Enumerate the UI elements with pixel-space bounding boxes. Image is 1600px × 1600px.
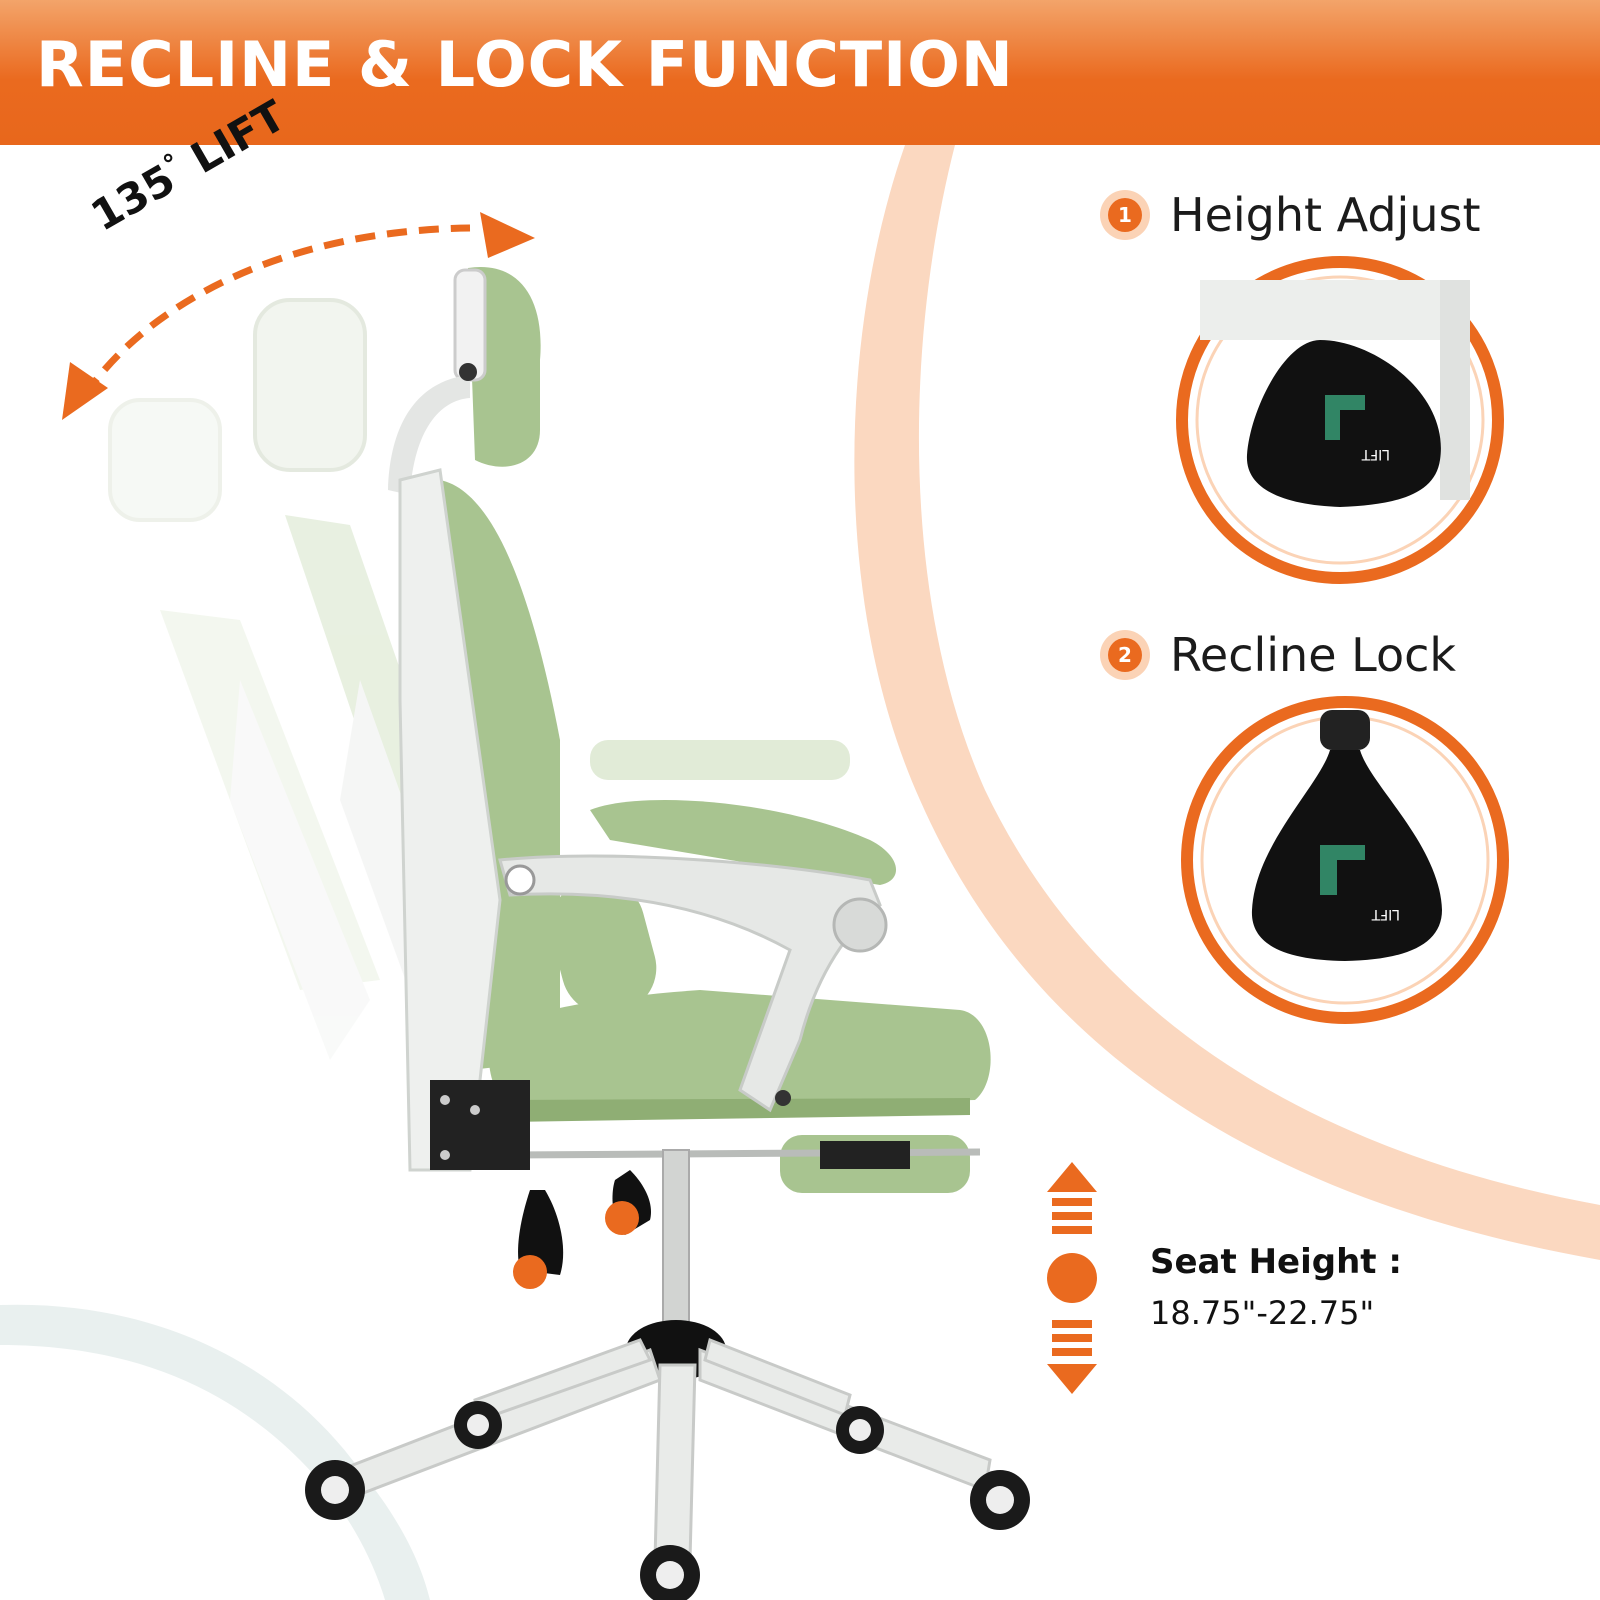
feature-height-adjust: 1 Height Adjust (1100, 188, 1480, 242)
chair-main (305, 266, 1030, 1600)
height-adjust-closeup: LIFT (1176, 256, 1504, 584)
ghost-chair-far (108, 398, 380, 1060)
recline-lock-closeup: LIFT (1181, 696, 1509, 1024)
banner-title: RECLINE & LOCK FUNCTION (36, 28, 1014, 101)
title-banner: RECLINE & LOCK FUNCTION (0, 0, 1600, 145)
recline-arc-arrow (62, 212, 535, 420)
number-badge-1: 1 (1100, 190, 1150, 240)
seat-height-title: Seat Height : (1150, 1242, 1402, 1282)
caster-wheels (305, 1401, 1030, 1600)
seat-height-range: 18.75"-22.75" (1150, 1294, 1375, 1332)
feature-recline-lock: 2 Recline Lock (1100, 628, 1456, 682)
seat-height-indicator (1047, 1162, 1097, 1394)
feature-label-height-adjust: Height Adjust (1170, 188, 1481, 242)
lever-lift-text-2: LIFT (1371, 906, 1400, 922)
lever-lift-text-1: LIFT (1361, 446, 1390, 462)
number-badge-2: 2 (1100, 630, 1150, 680)
feature-label-recline-lock: Recline Lock (1170, 628, 1457, 682)
